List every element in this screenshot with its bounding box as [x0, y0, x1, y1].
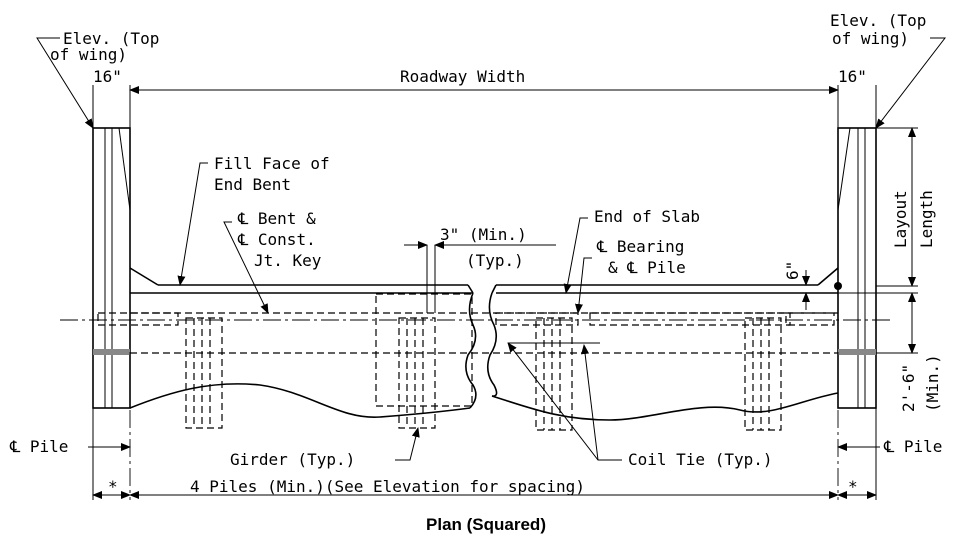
- fill-face-label-1: Fill Face of: [214, 154, 330, 173]
- girders: [185, 317, 782, 431]
- min3-label-2: (Typ.): [466, 251, 524, 270]
- dimensions: [36, 37, 947, 500]
- bent-label-3: Jt. Key: [254, 251, 322, 270]
- bent-label-2: ℄ Const.: [237, 230, 316, 249]
- girder-2: [398, 317, 436, 429]
- piles: [97, 293, 838, 407]
- piles-label: 4 Piles (Min.)(See Elevation for spacing…: [190, 477, 585, 496]
- end-bent-body: [129, 267, 839, 421]
- min26-label-2: (Min.): [923, 354, 942, 412]
- pile-left-label: ℄ Pile: [9, 437, 68, 456]
- center-lines: [60, 120, 890, 500]
- fill-face-label-2: End Bent: [214, 175, 291, 194]
- left-wing-wall: [92, 127, 131, 409]
- figure-caption: Plan (Squared): [426, 515, 546, 534]
- wing-right-dim: 16": [838, 67, 867, 86]
- girder-1: [185, 317, 223, 429]
- elev-left-label-2: of wing): [50, 45, 127, 64]
- girder-label: Girder (Typ.): [230, 450, 355, 469]
- labels: Elev. (Top of wing) Elev. (Top of wing) …: [9, 11, 942, 534]
- right-wing-wall: [837, 127, 877, 409]
- bearing-label-1: ℄ Bearing: [596, 237, 684, 256]
- pile-right-label: ℄ Pile: [883, 437, 942, 456]
- end-of-slab-label: End of Slab: [594, 207, 700, 226]
- min26-label-1: 2'-6": [899, 364, 918, 412]
- star-right: *: [848, 477, 858, 496]
- elev-left-label-1: Elev. (Top: [63, 29, 159, 48]
- bent-label-1: ℄ Bent &: [237, 209, 316, 228]
- elev-right-label-2: of wing): [832, 29, 909, 48]
- coil-tie-label: Coil Tie (Typ.): [628, 450, 773, 469]
- star-left: *: [108, 477, 118, 496]
- bearing-label-2: & ℄ Pile: [608, 258, 686, 277]
- wing-left-dim: 16": [93, 67, 122, 86]
- girder-4: [744, 317, 782, 431]
- min3-label-1: 3" (Min.): [440, 225, 527, 244]
- layout-label-1: Layout: [891, 190, 910, 248]
- roadway-width-label: Roadway Width: [400, 67, 525, 86]
- girder-3: [535, 317, 573, 431]
- layout-label-2: Length: [917, 190, 936, 248]
- six-inch-dim: 6": [783, 261, 802, 280]
- elev-right-label-1: Elev. (Top: [830, 11, 926, 30]
